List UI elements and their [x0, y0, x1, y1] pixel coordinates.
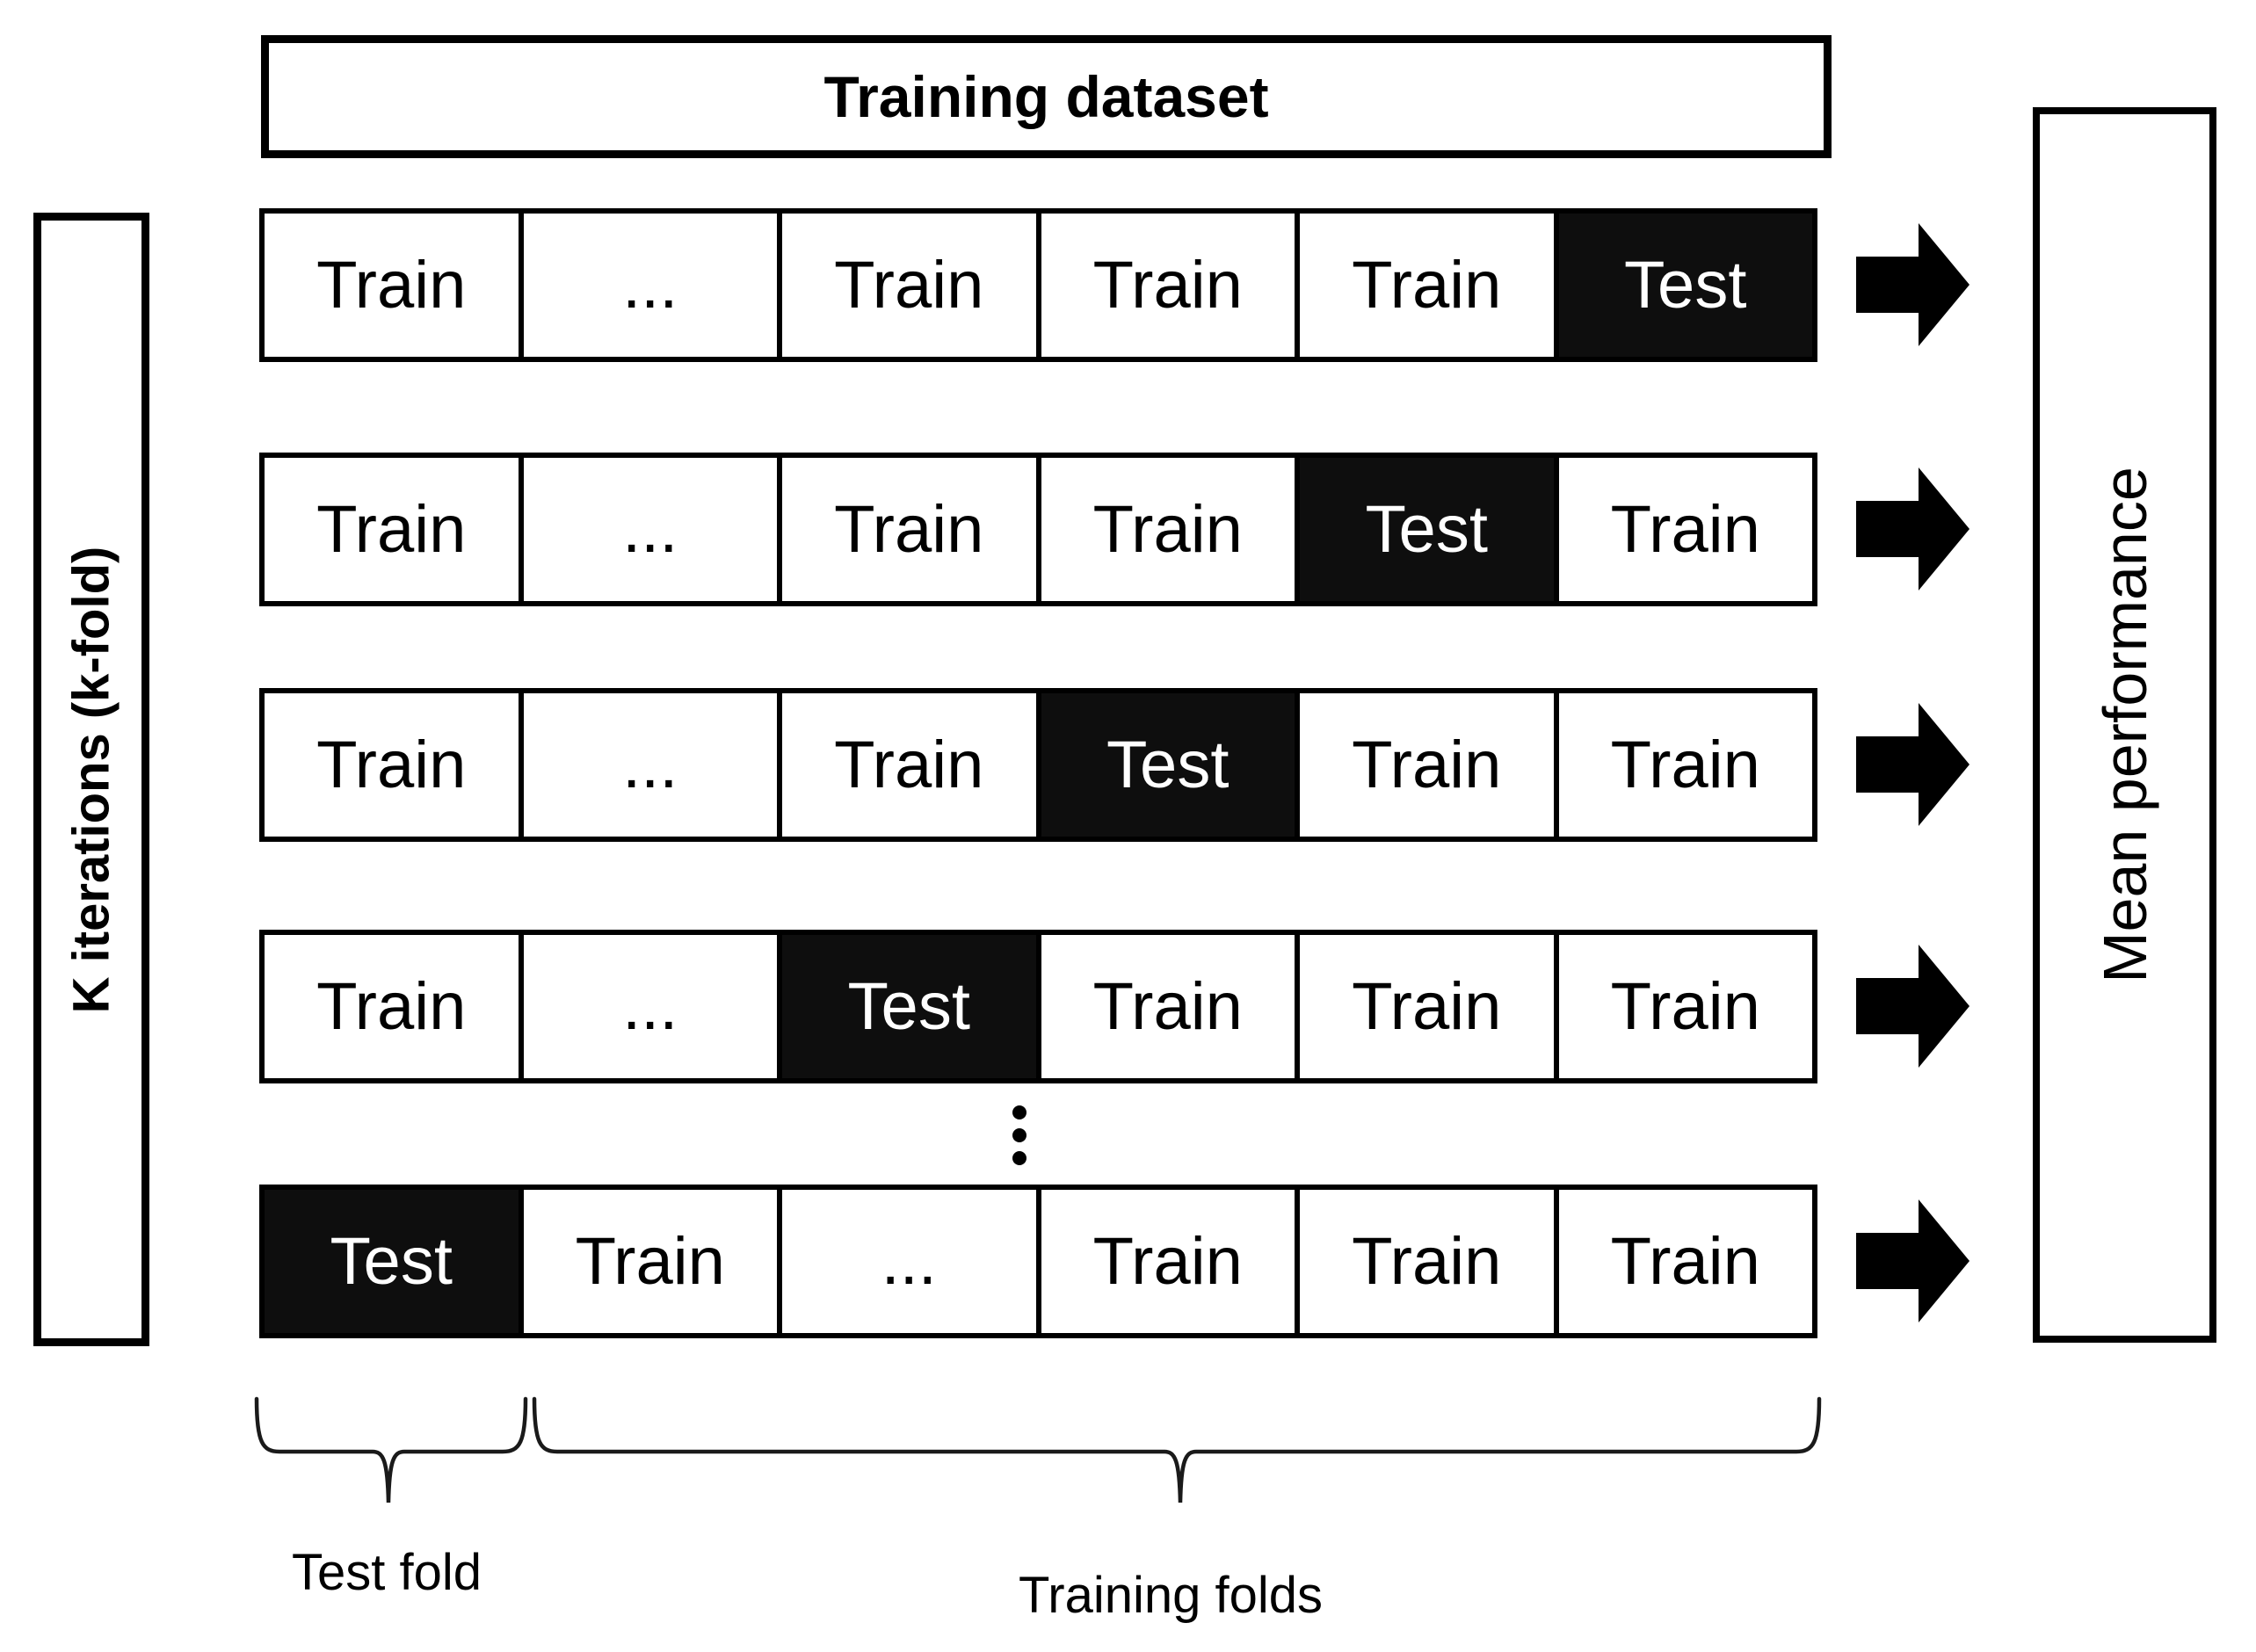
right-arrow-icon [1856, 703, 1969, 826]
train-cell: ... [518, 688, 782, 842]
train-cell: ... [518, 453, 782, 606]
k-iterations-label: K iterations (k-fold) [62, 546, 120, 1013]
right-arrow-icon [1856, 467, 1969, 591]
train-cell: Train [518, 1185, 782, 1338]
test-cell: Test [1295, 453, 1559, 606]
train-cell: Train [777, 208, 1041, 362]
train-cell: Train [777, 688, 1041, 842]
training-dataset-box: Training dataset [261, 35, 1832, 158]
right-arrow-icon [1856, 1199, 1969, 1322]
train-cell: Train [1295, 688, 1559, 842]
vertical-ellipsis-icon [1012, 1105, 1026, 1165]
right-arrow-icon [1856, 223, 1969, 346]
train-cell: Train [1553, 1185, 1817, 1338]
train-cell: Train [1553, 930, 1817, 1083]
training-folds-label: Training folds [1018, 1567, 1324, 1624]
training-dataset-label: Training dataset [823, 64, 1269, 129]
train-cell: Train [1553, 453, 1817, 606]
train-cell: Train [1035, 453, 1300, 606]
mean-performance-box: Mean performance [2033, 107, 2216, 1343]
ellipsis-dot [1012, 1128, 1026, 1142]
mean-performance-label: Mean performance [2090, 467, 2159, 983]
train-cell: ... [518, 930, 782, 1083]
test-fold-label: Test fold [292, 1544, 482, 1601]
train-cell: Train [259, 688, 524, 842]
test-cell: Test [1035, 688, 1300, 842]
train-cell: ... [777, 1185, 1041, 1338]
k-iterations-box: K iterations (k-fold) [33, 213, 149, 1346]
ellipsis-dot [1012, 1151, 1026, 1165]
train-cell: Train [1035, 930, 1300, 1083]
train-cell: Train [1295, 930, 1559, 1083]
test-cell: Test [259, 1185, 524, 1338]
train-cell: Train [1035, 208, 1300, 362]
train-cell: Train [259, 453, 524, 606]
train-cell: ... [518, 208, 782, 362]
train-cell: Train [1553, 688, 1817, 842]
right-arrow-icon [1856, 945, 1969, 1068]
train-cell: Train [1035, 1185, 1300, 1338]
train-cell: Train [259, 930, 524, 1083]
train-cell: Train [1295, 208, 1559, 362]
test-cell: Test [777, 930, 1041, 1083]
train-cell: Train [777, 453, 1041, 606]
test-cell: Test [1553, 208, 1817, 362]
train-cell: Train [1295, 1185, 1559, 1338]
ellipsis-dot [1012, 1105, 1026, 1119]
train-cell: Train [259, 208, 524, 362]
